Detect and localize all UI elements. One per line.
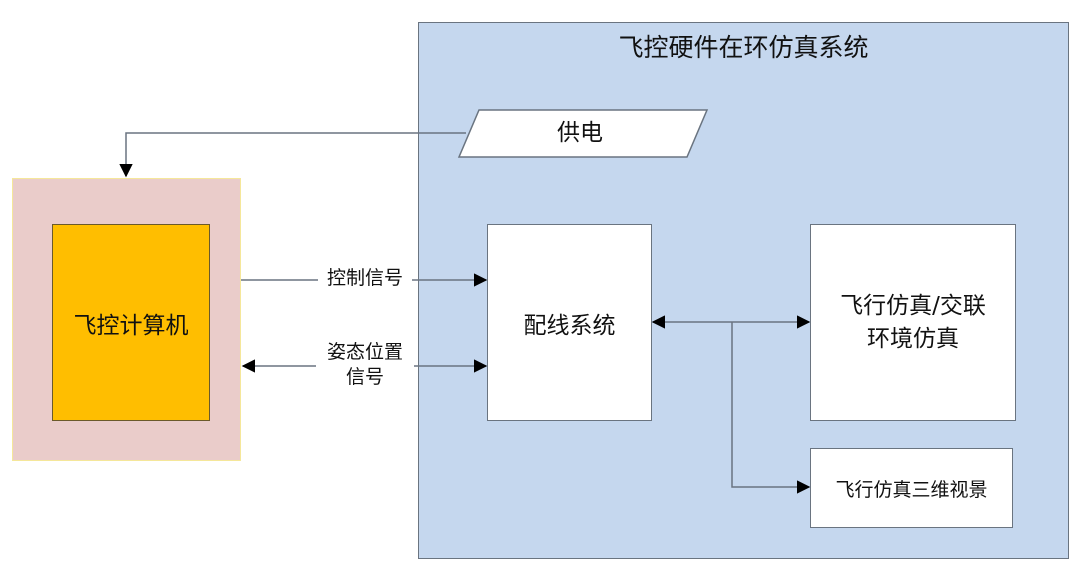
flight-env-sim-label-line2: 环境仿真: [867, 325, 959, 352]
power-supply-shape[interactable]: [457, 109, 709, 158]
flight-computer-label: 飞控计算机: [73, 312, 189, 339]
flight-3d-view-box[interactable]: 飞行仿真三维视景: [810, 448, 1013, 528]
view-branch-connector: [731, 322, 811, 494]
wiring-system-box[interactable]: 配线系统: [487, 224, 652, 421]
flight-3d-view-label: 飞行仿真三维视景: [835, 478, 988, 501]
flight-computer-box[interactable]: 飞控计算机: [52, 224, 210, 421]
attitude-signal-label: 姿态位置 信号: [316, 340, 414, 390]
system-title: 飞控硬件在环仿真系统: [618, 33, 869, 62]
control-signal-label: 控制信号: [318, 266, 412, 291]
power-supply-label: 供电: [557, 120, 603, 146]
flight-env-sim-box[interactable]: 飞行仿真/交联 环境仿真: [810, 224, 1016, 421]
attitude-signal-label-line2: 信号: [345, 365, 384, 388]
attitude-signal-label-line1: 姿态位置: [326, 341, 403, 363]
wiring-system-label: 配线系统: [523, 312, 616, 339]
power-connector: [119, 132, 466, 178]
flight-env-sim-label-line1: 飞行仿真/交联: [840, 293, 986, 320]
